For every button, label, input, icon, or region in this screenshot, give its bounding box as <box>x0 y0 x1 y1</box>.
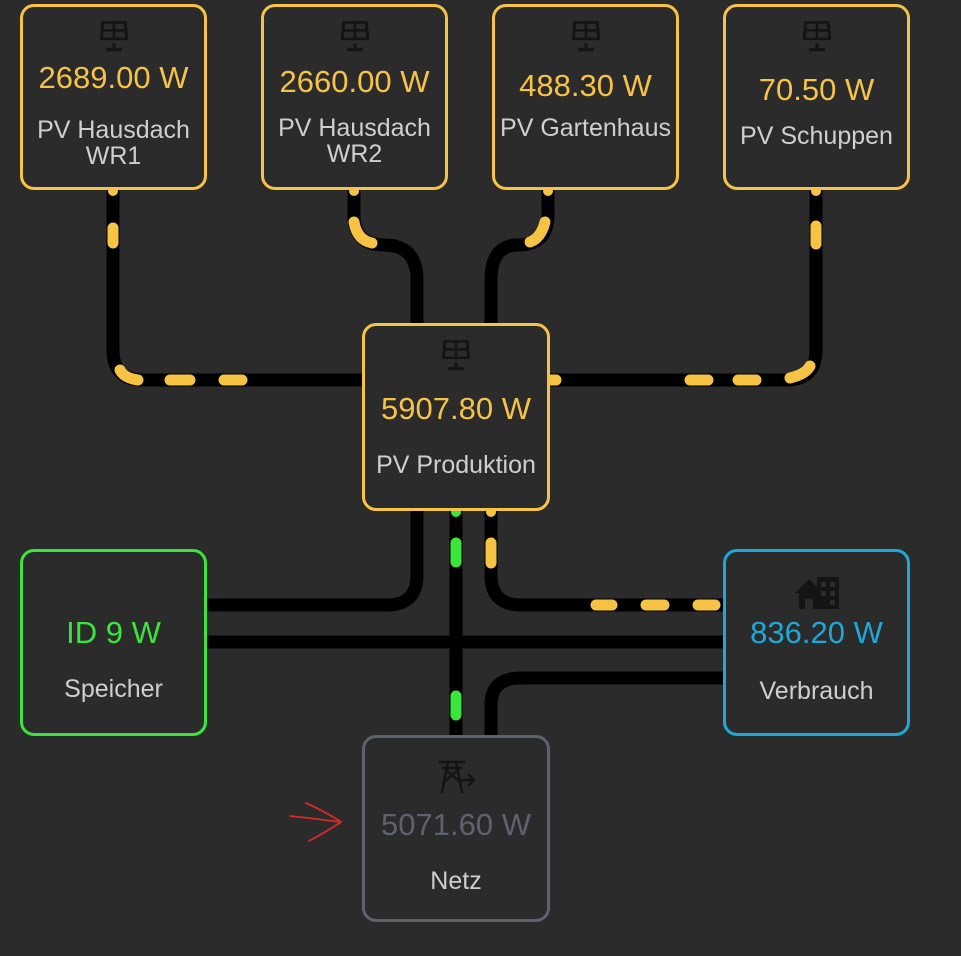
line-production-consumption <box>484 508 725 612</box>
source-value: 70.50 W <box>758 72 875 107</box>
storage-node[interactable]: ID 9 W Speicher <box>20 549 207 736</box>
source-value: 488.30 W <box>519 68 652 103</box>
source-node-wr1[interactable]: 2689.00 W PV Hausdach WR1 <box>20 4 207 190</box>
storage-label: Speicher <box>64 675 163 703</box>
consumption-label: Verbrauch <box>759 677 874 705</box>
flow-dash <box>524 216 551 248</box>
line-schuppen-production <box>548 188 823 387</box>
line-grid-consumption <box>484 671 725 737</box>
transmission-tower-export-icon <box>434 756 478 796</box>
source-label: PV Hausdach WR2 <box>278 114 431 168</box>
source-node-schuppen[interactable]: 70.50 W PV Schuppen <box>723 4 910 190</box>
source-value: 2689.00 W <box>38 60 189 95</box>
source-label: PV Hausdach WR1 <box>37 116 190 170</box>
source-node-garten[interactable]: 488.30 W PV Gartenhaus <box>492 4 679 190</box>
flow-dash <box>784 360 816 384</box>
grid-value: 5071.60 W <box>381 807 531 842</box>
consumption-value: 836.20 W <box>750 615 883 650</box>
solar-panel-icon <box>95 17 133 57</box>
solar-panel-icon <box>437 336 475 376</box>
grid-node[interactable]: 5071.60 W Netz <box>362 735 550 922</box>
line-production-storage <box>205 508 424 612</box>
source-node-wr2[interactable]: 2660.00 W PV Hausdach WR2 <box>261 4 448 190</box>
storage-value: ID 9 W <box>66 615 161 650</box>
flow-dash <box>348 216 378 249</box>
solar-panel-icon <box>798 17 836 57</box>
line-wr1-production <box>106 188 365 387</box>
production-node[interactable]: 5907.80 W PV Produktion <box>362 323 550 511</box>
source-label: PV Gartenhaus <box>500 114 671 142</box>
production-label: PV Produktion <box>376 451 536 479</box>
line-wr2-production <box>347 188 424 325</box>
source-value: 2660.00 W <box>279 64 430 99</box>
production-value: 5907.80 W <box>381 391 531 426</box>
solar-panel-icon <box>567 17 605 57</box>
grid-label: Netz <box>430 867 482 895</box>
source-label: PV Schuppen <box>740 122 893 150</box>
flow-dash <box>114 364 144 386</box>
home-building-icon <box>793 572 841 612</box>
consumption-node[interactable]: 836.20 W Verbrauch <box>723 549 910 736</box>
line-garten-production <box>484 188 555 325</box>
annotation-arrow-icon <box>289 802 342 842</box>
solar-panel-icon <box>336 17 374 57</box>
